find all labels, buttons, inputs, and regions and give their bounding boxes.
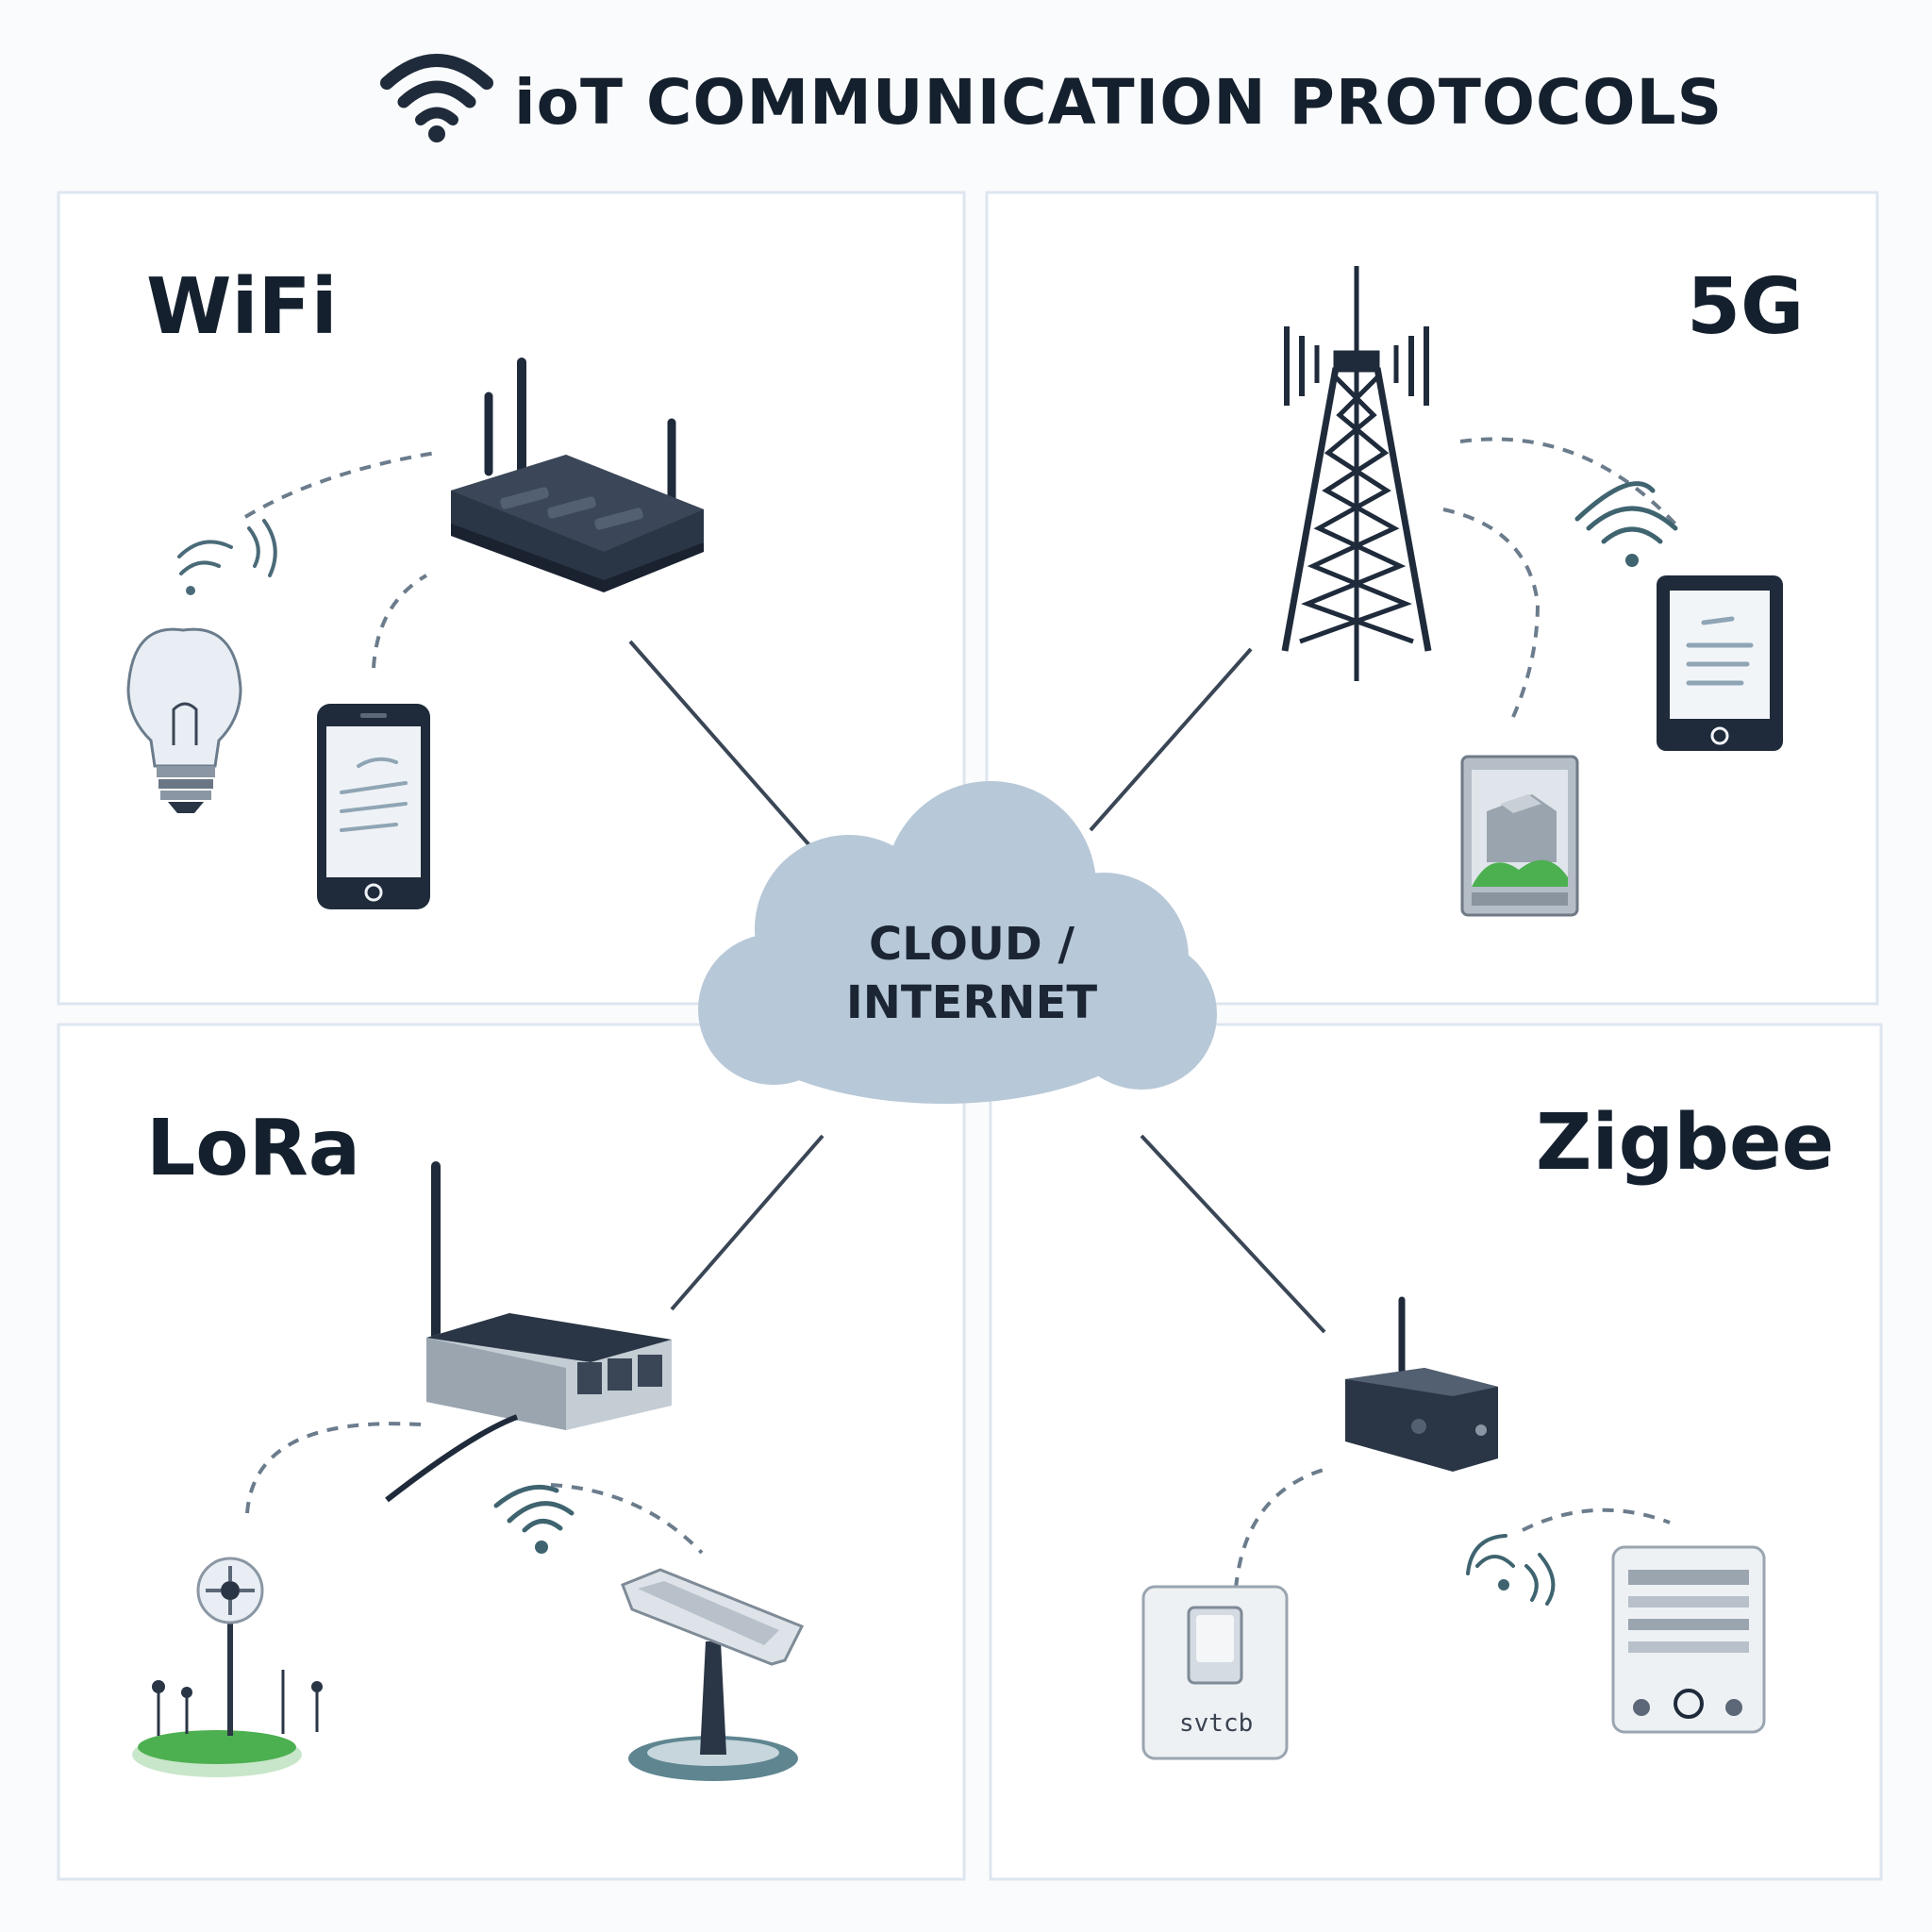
dashed-links-5g (1442, 437, 1681, 718)
panel-label-lora: LoRa (146, 1104, 361, 1193)
signal-waves-lora-icon (493, 1484, 575, 1554)
panel-label-wifi: WiFi (146, 262, 338, 352)
solar-sensor-icon (621, 1568, 805, 1781)
signal-waves-zigbee-icon (1466, 1534, 1556, 1606)
lora-gateway-icon (385, 1161, 672, 1503)
dashed-links-zigbee (1234, 1466, 1671, 1590)
dashed-links-wifi (243, 451, 437, 669)
connector-lines (628, 640, 1326, 1334)
cloud-label-line1: CLOUD / (869, 918, 1074, 971)
cloud-icon (698, 781, 1217, 1104)
thermostat-panel-icon (1611, 1545, 1766, 1734)
dashed-links-lora (245, 1422, 704, 1555)
wall-switch-label: svtcb (1179, 1709, 1254, 1738)
wifi-signal-icon (380, 54, 493, 142)
signal-waves-wifi-icon (177, 519, 277, 595)
security-camera-display-icon (1460, 755, 1579, 917)
signal-waves-5g-icon (1574, 481, 1678, 567)
tablet-icon (1657, 575, 1783, 751)
light-bulb-icon (126, 627, 242, 813)
smartphone-icon (317, 704, 430, 909)
diagram-title: ioT COMMUNICATION PROTOCOLS (514, 66, 1724, 139)
cell-tower-icon (1281, 266, 1432, 681)
zigbee-hub-icon (1345, 1296, 1498, 1472)
panel-label-zigbee: Zigbee (1536, 1098, 1835, 1188)
weather-sensor-icon (132, 1557, 323, 1777)
cloud-label-line2: INTERNET (845, 976, 1098, 1029)
wall-switch-icon (1141, 1585, 1289, 1760)
cloud-label: CLOUD / INTERNET (830, 915, 1113, 1032)
wifi-router-icon (451, 358, 704, 592)
panel-label-5g: 5G (1687, 262, 1805, 352)
